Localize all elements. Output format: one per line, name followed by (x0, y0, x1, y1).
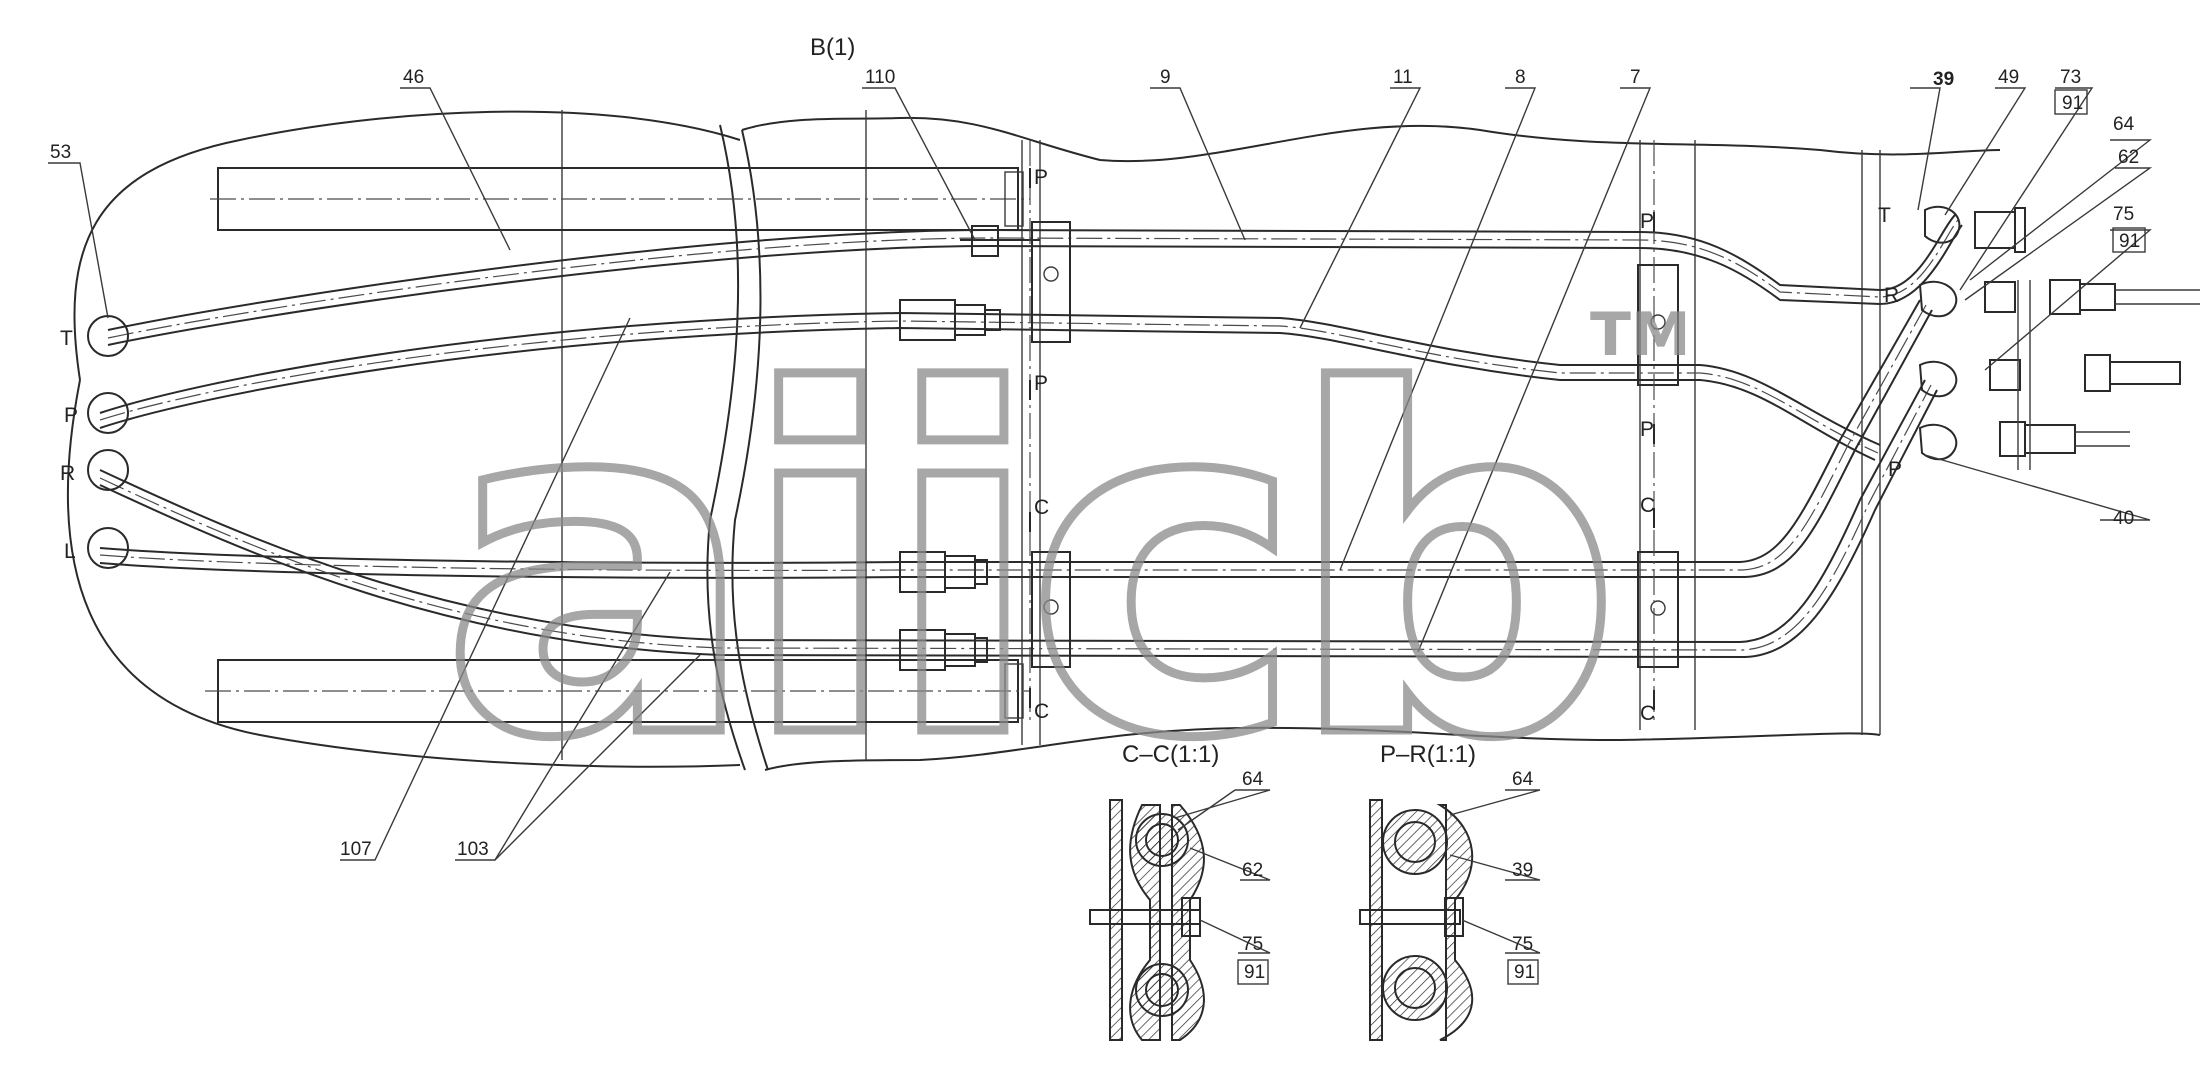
port-label-p: P (64, 404, 78, 427)
callout-110: 110 (865, 67, 895, 88)
pipe-11 (99, 311, 1881, 461)
watermark-tm: TM (1590, 300, 1691, 370)
port-label-l: L (64, 540, 76, 563)
callout-8: 8 (1515, 67, 1526, 88)
pipe-fittings (899, 225, 1001, 671)
section-cc-callout-75: 75 (1242, 934, 1263, 955)
section-cc-callout-64: 64 (1242, 769, 1264, 790)
section-markers-left: P P C C (1029, 140, 1049, 723)
watermark: aiicb TM (436, 290, 1691, 846)
pipe-8 (99, 299, 1933, 579)
port-label-r: R (60, 462, 75, 485)
view-outline (66, 110, 2001, 771)
section-cc-callout-91: 91 (1244, 962, 1265, 983)
clamp-group-right (1637, 264, 1679, 668)
right-port-label-r: R (1884, 284, 1899, 307)
section-pr-callout-64: 64 (1512, 769, 1534, 790)
callout-73: 73 (2060, 67, 2081, 88)
right-end-fittings (1918, 205, 2200, 470)
port-label-t: T (60, 327, 73, 350)
upper-cylinder (210, 167, 1030, 231)
section-pr-callout-75: 75 (1512, 934, 1533, 955)
callout-40: 40 (2113, 508, 2134, 529)
section-marker-c-bottom: C (1034, 700, 1049, 723)
callout-53: 53 (50, 142, 71, 163)
section-pr-callout-39: 39 (1512, 860, 1533, 881)
callout-64: 64 (2113, 114, 2135, 135)
left-port-fittings (87, 315, 129, 569)
section-pr-title: P–R(1:1) (1380, 741, 1476, 768)
callout-103: 103 (457, 839, 489, 860)
section-cc: C–C(1:1) 64 62 75 91 (1089, 741, 1271, 1041)
section-marker-p-top-right: P (1640, 210, 1654, 233)
callout-7: 7 (1630, 67, 1641, 88)
callout-91-top: 91 (2062, 93, 2083, 114)
callout-75: 75 (2113, 204, 2134, 225)
view-title: B(1) (810, 34, 855, 61)
callout-11: 11 (1393, 67, 1413, 88)
section-marker-c-top: C (1034, 496, 1049, 519)
callout-labels: 53 46 110 9 11 8 7 39 49 73 91 64 62 75 … (50, 67, 2140, 860)
section-cc-callout-62: 62 (1242, 860, 1263, 881)
callout-46: 46 (403, 67, 424, 88)
right-port-label-t: T (1878, 204, 1891, 227)
watermark-logo-text: aiicb (440, 294, 1604, 841)
section-marker-c-bottom-right: C (1640, 702, 1655, 725)
callout-9: 9 (1160, 67, 1171, 88)
clamp-group-left (1031, 221, 1071, 668)
section-marker-c-top-right: C (1640, 494, 1655, 517)
pipe-46 (107, 214, 1963, 346)
section-marker-p-bottom-right: P (1640, 418, 1654, 441)
callout-91-right: 91 (2119, 231, 2140, 252)
section-pr: P–R(1:1) 64 39 75 91 (1359, 741, 1541, 1041)
section-pr-callout-91: 91 (1514, 962, 1535, 983)
lower-cylinder (205, 659, 1030, 723)
callout-107: 107 (340, 839, 372, 860)
callout-49: 49 (1998, 67, 2019, 88)
pipe-7 (99, 379, 1938, 659)
section-marker-p-bottom: P (1034, 372, 1048, 395)
callout-39: 39 (1933, 69, 1954, 90)
callout-62: 62 (2118, 147, 2139, 168)
section-marker-p-top: P (1034, 166, 1048, 189)
right-port-label-p: P (1888, 458, 1902, 481)
callout-leaders (48, 87, 2153, 861)
section-cc-title: C–C(1:1) (1122, 741, 1219, 768)
section-markers-right: P P C C (1640, 140, 1655, 725)
